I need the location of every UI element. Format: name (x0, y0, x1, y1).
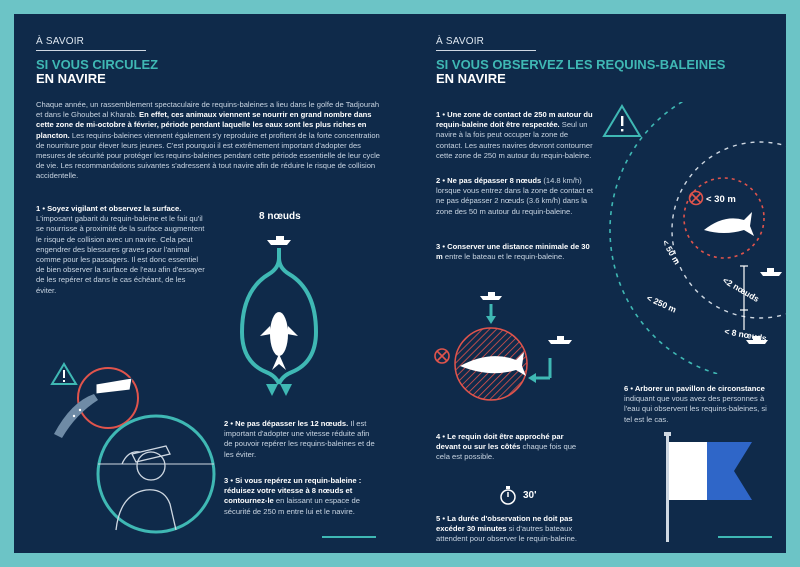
left-path (239, 248, 281, 385)
whale-shark-icon (260, 312, 298, 370)
section-tag: À SAVOIR (36, 36, 85, 47)
person-with-binoculars-icon (115, 445, 177, 531)
tag-rule (436, 50, 536, 51)
whale-shark-leaping-icon (54, 394, 98, 438)
zone-250m (609, 102, 722, 374)
alpha-flag-icon (664, 432, 752, 542)
rule-r5: 5 • La durée d'observation ne doit pas e… (436, 514, 577, 544)
tag-rule (36, 50, 146, 51)
right-path (277, 248, 319, 385)
bottom-rule (718, 536, 772, 538)
rule-r4: 4 • Le requin doit être approché par dev… (436, 432, 577, 462)
rule-2: 2 • Ne pas dépasser les 12 nœuds. Il est… (224, 419, 375, 459)
page-title: SI VOUS OBSERVEZ LES REQUINS-BALEINES EN… (436, 58, 725, 86)
rule-r6: 6 • Arborer un pavillon de circonstance … (624, 384, 767, 424)
boat-icon-top (480, 292, 502, 300)
title-line-2: EN NAVIRE (36, 71, 106, 86)
title-line-1: SI VOUS CIRCULEZ (36, 57, 159, 72)
rule-r3: 3 • Conserver une distance minimale de 3… (436, 242, 590, 262)
section-tag: À SAVOIR (436, 36, 485, 47)
rule-3: 3 • Si vous repérez un requin-baleine : … (224, 476, 362, 516)
speed-label: 8 nœuds (259, 211, 301, 222)
warning-icon (50, 362, 78, 385)
boat-icon-side (548, 336, 572, 344)
observer-illustration (50, 362, 216, 534)
title-line-1: SI VOUS OBSERVEZ LES REQUINS-BALEINES (436, 57, 726, 72)
boat-icon-outer (746, 336, 768, 344)
rule-r2: 2 • Ne pas dépasser 8 nœuds (14.8 km/h) … (436, 176, 594, 216)
title-line-2: EN NAVIRE (436, 71, 506, 86)
right-page: À SAVOIR SI VOUS OBSERVEZ LES REQUINS-BA… (400, 14, 786, 553)
rule-r1: 1 • Une zone de contact de 250 m autour … (436, 110, 593, 160)
zone-30m (683, 177, 765, 259)
label-50m: < 50 m (660, 238, 682, 267)
page-title: SI VOUS CIRCULEZ EN NAVIRE (36, 58, 158, 86)
rule-1: 1 • Soyez vigilant et observez la surfac… (36, 204, 205, 295)
boat-bow-icon (95, 377, 133, 395)
no-entry-icon (688, 190, 704, 206)
stopwatch-icon (500, 486, 516, 505)
intro-paragraph: Chaque année, un rassemblement spectacul… (36, 100, 381, 181)
label-30m: < 30 m (706, 194, 736, 205)
whale-shark-icon (460, 352, 526, 376)
left-page: À SAVOIR SI VOUS CIRCULEZ EN NAVIRE Chaq… (14, 14, 400, 553)
bottom-rule (322, 536, 376, 538)
no-entry-icon (434, 348, 450, 364)
brochure-spread: À SAVOIR SI VOUS CIRCULEZ EN NAVIRE Chaq… (14, 14, 786, 553)
warning-icon (602, 104, 642, 137)
contact-zone-diagram: < 30 m < 50 m <2 nœuds < 250 m < 8 nœuds (602, 102, 786, 374)
label-250m: < 250 m (645, 293, 678, 315)
zone-50m (671, 141, 786, 319)
label-2-knots: <2 nœuds (721, 275, 761, 304)
timer-label: 30' (523, 490, 537, 501)
boat-icon-inner (760, 268, 782, 276)
boat-icon (267, 236, 291, 245)
approach-diagram (434, 292, 572, 401)
whale-shark-icon (704, 212, 754, 236)
avoidance-diagram (239, 236, 319, 396)
